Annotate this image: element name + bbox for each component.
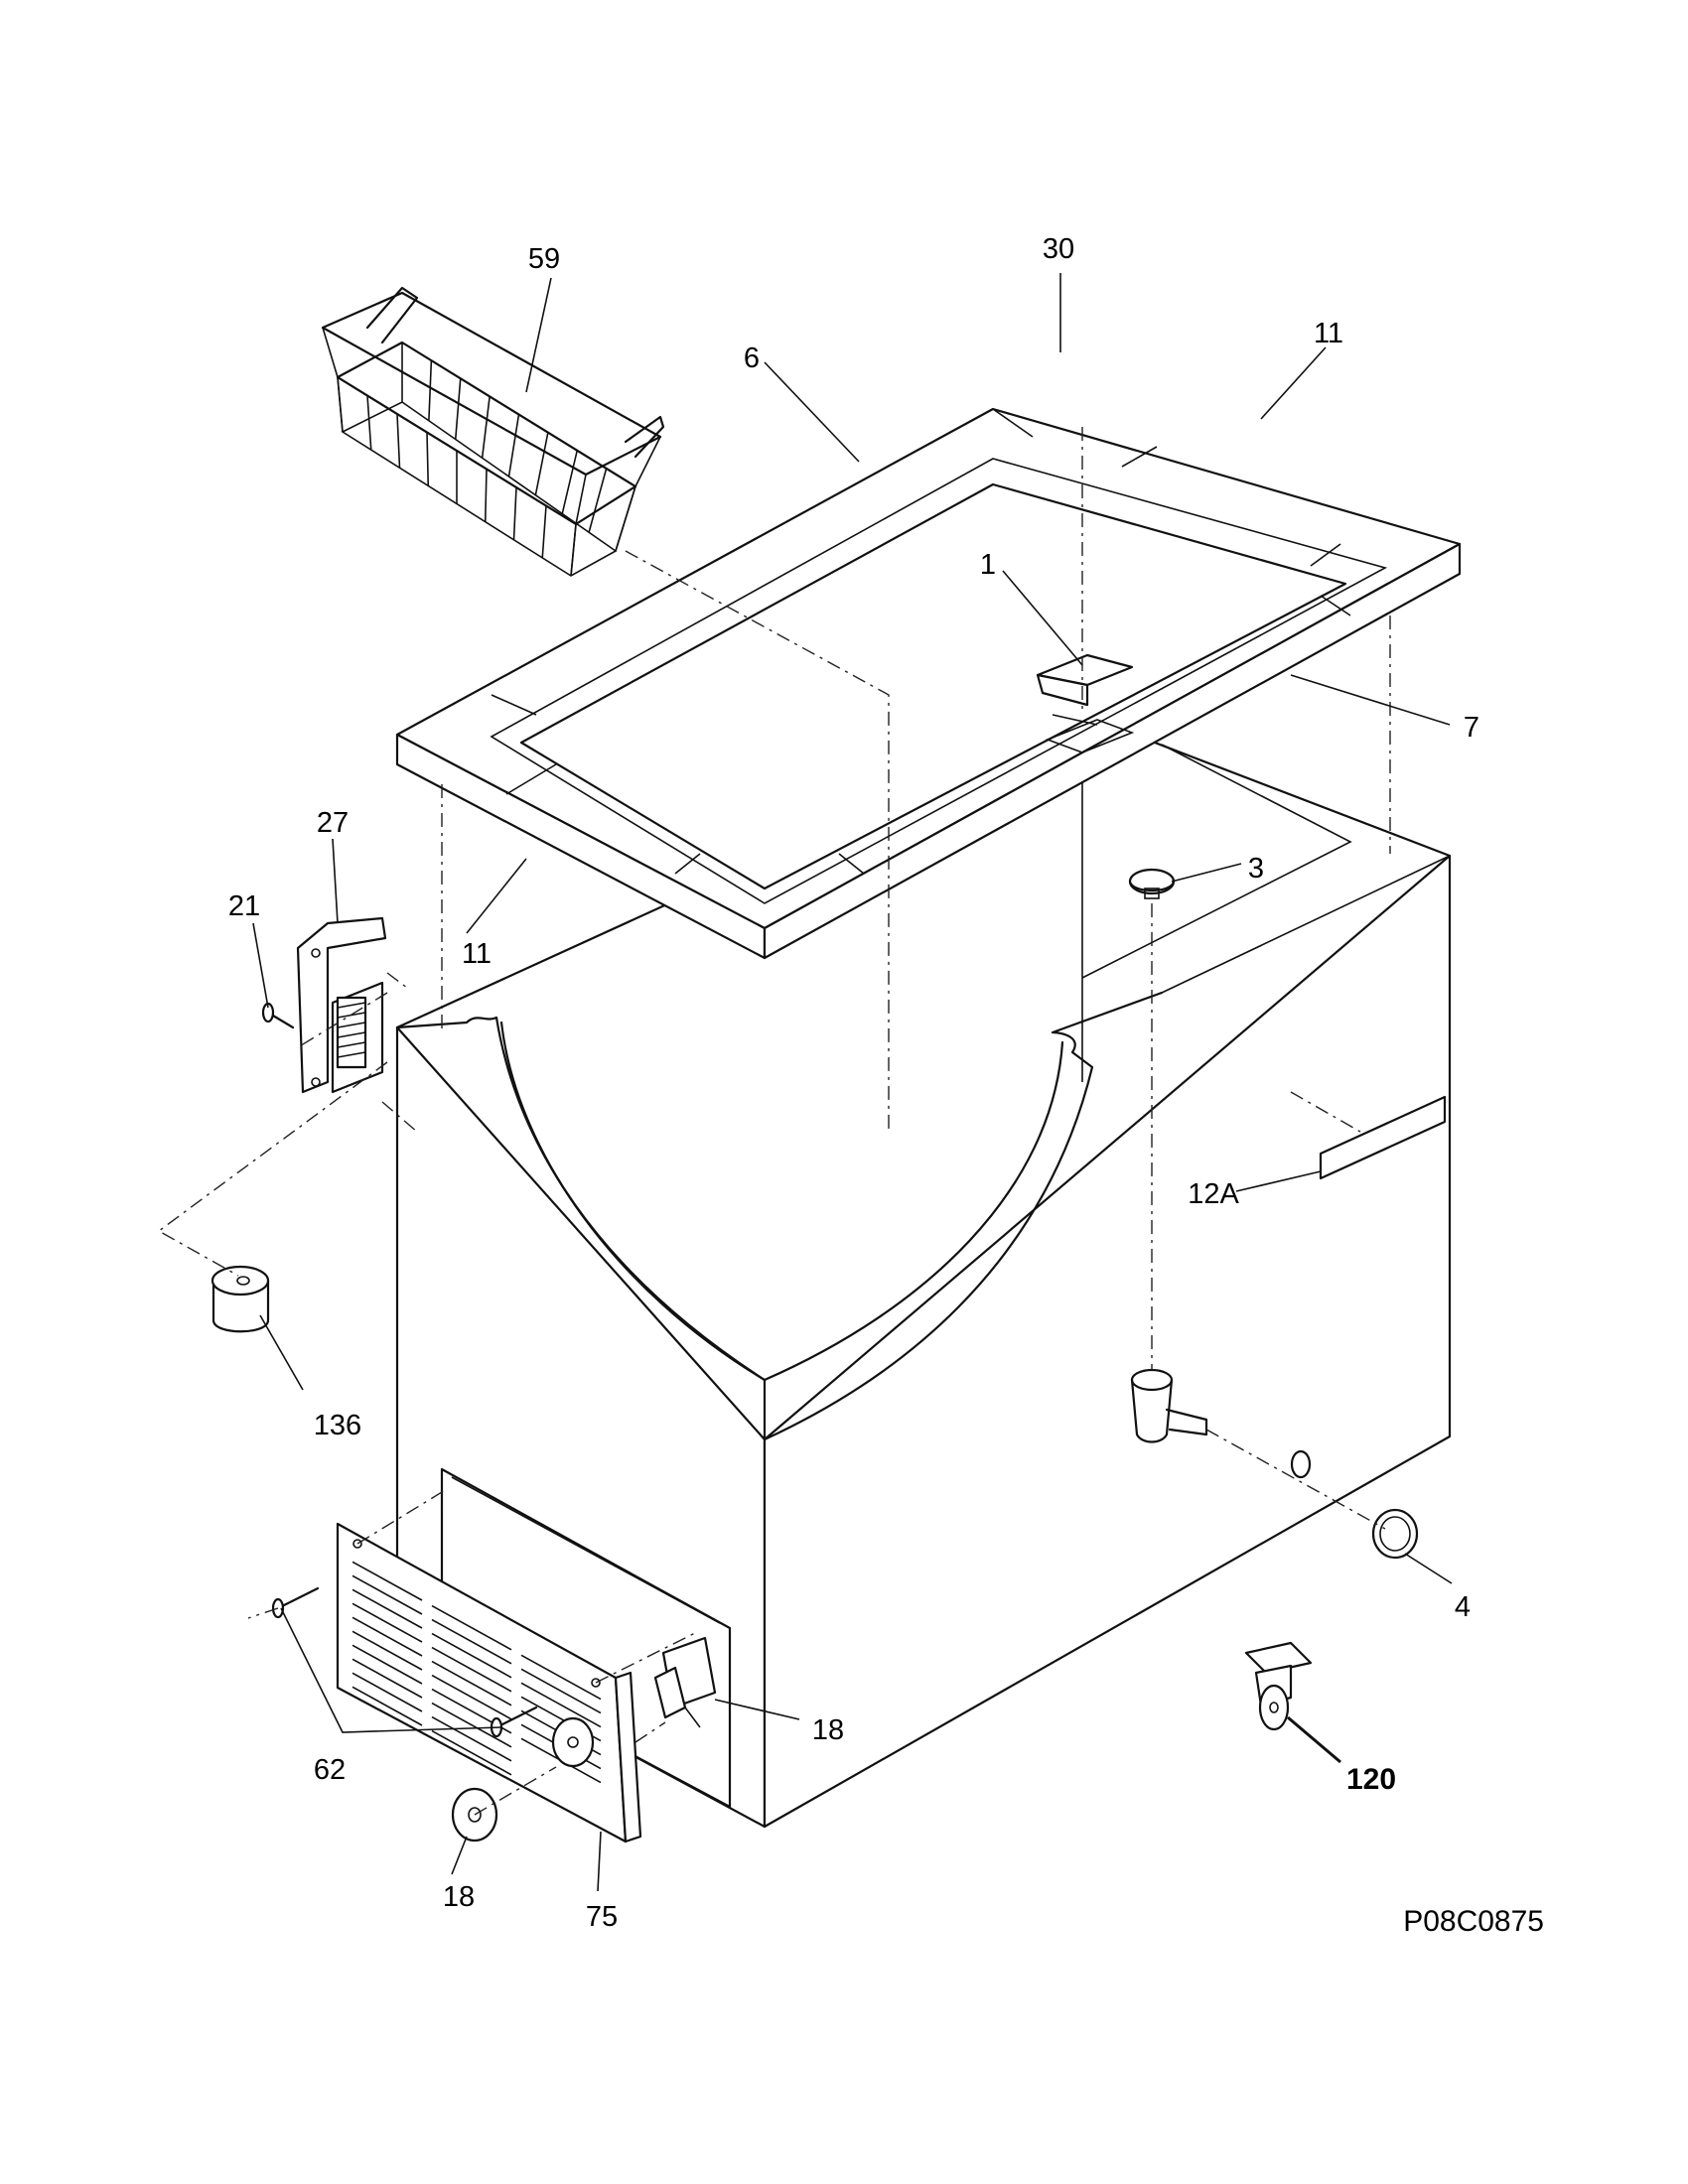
- callout-27: 21: [228, 890, 260, 922]
- callout-1: 1: [980, 549, 996, 581]
- callout-7: 7: [1464, 712, 1479, 744]
- thermostat-control: [653, 1636, 717, 1728]
- grille-panel: [336, 1467, 732, 1843]
- callout-12a: 12A: [1188, 1178, 1239, 1210]
- callout-75: 75: [586, 1901, 618, 1933]
- caster-wheel: [1244, 1641, 1313, 1731]
- callout-18-visible: 18: [443, 1881, 475, 1913]
- callout-3: 3: [1248, 853, 1264, 885]
- callout-28: 27: [317, 807, 349, 839]
- callout-30: 30: [1043, 233, 1074, 265]
- callout-21: 18: [812, 1714, 844, 1746]
- drain-tube: [1130, 1368, 1312, 1479]
- drain-cap: [1371, 1508, 1419, 1560]
- callout-59: 59: [528, 243, 560, 275]
- leader-lines: [252, 273, 1453, 1892]
- callout-6: 6: [744, 342, 760, 374]
- lid-gasket-frame: [395, 407, 1462, 960]
- callout-4: 4: [1455, 1591, 1471, 1623]
- callout-136: 136: [314, 1410, 361, 1441]
- assembly-lines: [157, 427, 1391, 1816]
- drain-plug: [1128, 868, 1176, 899]
- callout-62: 62: [314, 1754, 346, 1786]
- hinge: [296, 916, 387, 1094]
- drawing-number: P08C0875: [1403, 1905, 1544, 1938]
- callout-11-front: 11: [462, 938, 492, 970]
- wire-basket: [321, 286, 665, 577]
- callout-120: 120: [1346, 1763, 1396, 1796]
- callout-11-top: 11: [1314, 318, 1343, 349]
- callout-labels: 59 30 11 6 1 7 3 27 21 11 12A 136 4 18 6…: [228, 233, 1479, 1933]
- serial-plate: [1319, 1095, 1447, 1180]
- bumper: [211, 1265, 270, 1333]
